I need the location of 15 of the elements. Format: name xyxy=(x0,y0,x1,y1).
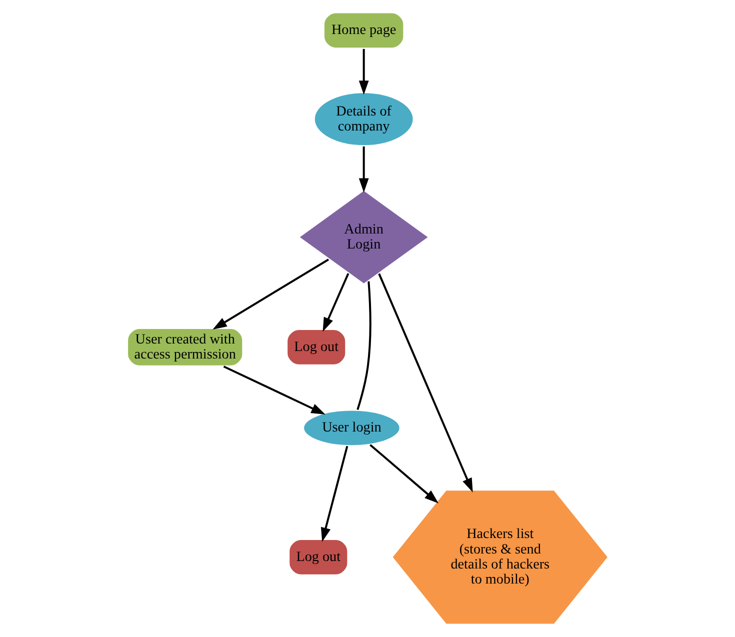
node-ellipse: Details of company xyxy=(312,91,414,148)
arrow xyxy=(358,146,368,192)
arrow xyxy=(358,48,368,95)
arrow xyxy=(378,273,472,492)
node-box: Home page xyxy=(322,11,405,50)
arrow xyxy=(320,446,348,542)
node-box: Log out xyxy=(285,328,347,366)
node-box: Log out xyxy=(287,538,349,576)
arrow xyxy=(322,273,349,332)
node-box: User created with access permission xyxy=(126,327,244,368)
arrow xyxy=(369,444,438,504)
connector xyxy=(356,281,371,410)
node-ellipse: User login xyxy=(302,408,401,448)
arrow xyxy=(212,258,329,330)
arrow xyxy=(222,366,325,415)
